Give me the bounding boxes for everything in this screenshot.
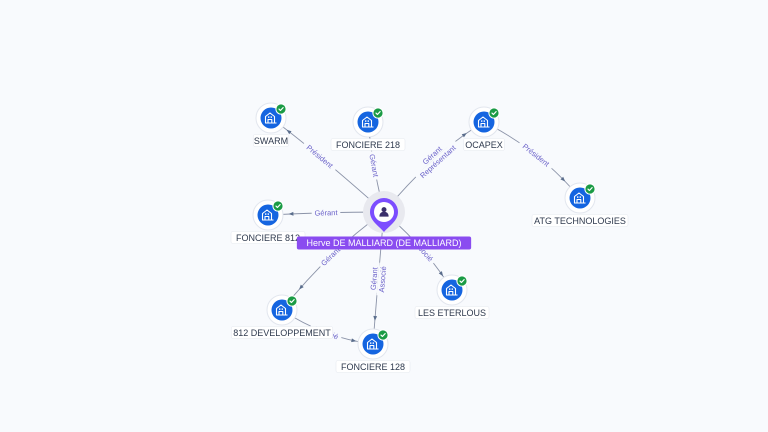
company-label: LES ETERLOUS xyxy=(418,308,486,318)
arrowhead xyxy=(373,315,378,321)
company-node[interactable]: OCAPEX xyxy=(463,106,505,151)
edge-role-label: Gérant xyxy=(314,208,338,218)
edge-label-group: Président xyxy=(517,138,555,171)
edge-role-label: Président xyxy=(521,142,552,169)
building-icon xyxy=(366,338,379,350)
verified-check-icon xyxy=(272,200,284,212)
arrowhead xyxy=(299,284,304,290)
arrowhead xyxy=(288,211,294,216)
company-node[interactable]: FONCIERE 218 xyxy=(330,106,406,151)
company-label: OCAPEX xyxy=(465,140,503,150)
verified-check-icon xyxy=(372,107,384,119)
company-label: FONCIERE 812 xyxy=(236,233,300,243)
verified-check-icon xyxy=(456,275,468,287)
building-icon xyxy=(573,192,586,204)
verified-check-icon xyxy=(275,103,287,115)
company-label: 812 DEVELOPPEMENT xyxy=(233,328,331,338)
building-icon xyxy=(361,116,374,128)
edge-role-label: Associé xyxy=(377,266,388,293)
company-label: FONCIERE 218 xyxy=(336,140,400,150)
company-label: SWARM xyxy=(254,136,288,146)
company-node[interactable]: FONCIERE 812 xyxy=(230,199,306,244)
person-node[interactable]: Herve DE MALLIARD (DE MALLIARD) xyxy=(296,191,472,250)
edge-role-label: Gérant xyxy=(369,266,380,291)
edge-label-group: Gérant xyxy=(367,150,381,181)
building-icon xyxy=(264,112,277,124)
arrowhead xyxy=(438,271,444,277)
verified-check-icon xyxy=(584,183,596,195)
arrowhead xyxy=(461,133,467,138)
company-node[interactable]: 812 DEVELOPPEMENT xyxy=(230,294,334,339)
company-node[interactable]: ATG TECHNOLOGIES xyxy=(531,182,629,227)
company-label: FONCIERE 128 xyxy=(341,362,405,372)
person-label-box xyxy=(296,236,472,250)
edge-label-group: Gérant xyxy=(311,207,341,218)
arrowhead xyxy=(560,176,566,182)
company-node[interactable]: LES ETERLOUS xyxy=(414,274,490,319)
verified-check-icon xyxy=(377,329,389,341)
relation-edge[interactable]: Président xyxy=(483,121,581,199)
building-icon xyxy=(261,209,274,221)
edge-role-label: Gérant xyxy=(367,153,380,178)
building-icon xyxy=(445,284,458,296)
company-node[interactable]: SWARM xyxy=(252,102,290,147)
person-label: Herve DE MALLIARD (DE MALLIARD) xyxy=(306,238,461,248)
verified-check-icon xyxy=(488,107,500,119)
arrowhead xyxy=(351,338,357,343)
graph-nodes: SWARM FONCIERE 218 OCAPEX ATG TECHNOLOGIES F… xyxy=(230,102,629,373)
person-icon xyxy=(379,207,389,217)
company-node[interactable]: FONCIERE 128 xyxy=(335,328,411,373)
building-icon xyxy=(275,304,288,316)
company-label: ATG TECHNOLOGIES xyxy=(534,216,626,226)
verified-check-icon xyxy=(286,295,298,307)
building-icon xyxy=(477,116,490,128)
arrowhead xyxy=(286,129,292,135)
relation-edge[interactable]: Gérant xyxy=(281,211,385,311)
